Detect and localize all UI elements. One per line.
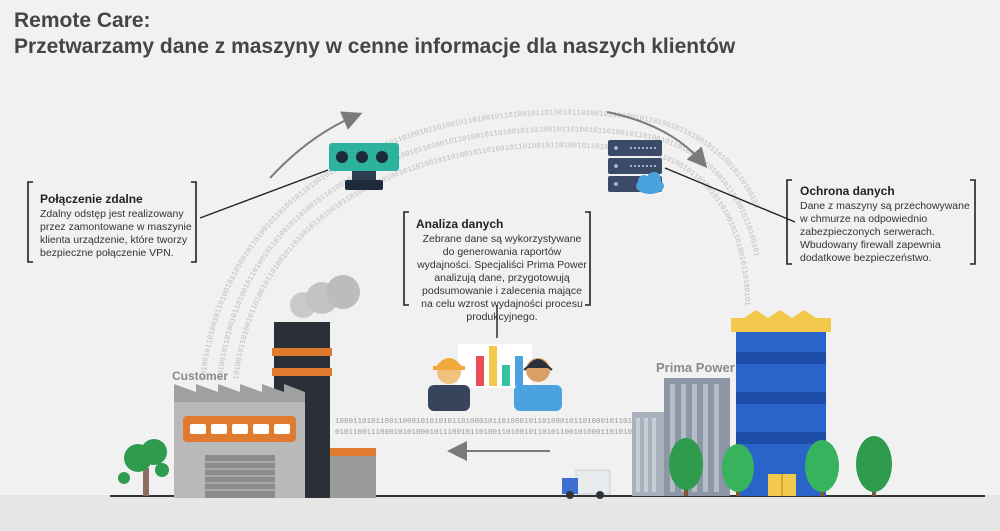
remote-connection-heading: Połączenie zdalne (40, 192, 143, 206)
arrow-up-left (269, 111, 363, 179)
connector-left (199, 169, 329, 219)
prima-power-label: Prima Power (656, 360, 735, 375)
analysts-icon (428, 344, 562, 411)
page-title: Remote Care: (14, 9, 151, 32)
data-protection-heading: Ochrona danych (800, 184, 895, 198)
page-subtitle: Przetwarzamy dane z maszyny w cenne info… (14, 35, 736, 58)
tree-icon (118, 439, 169, 496)
data-analysis-heading: Analiza danych (416, 217, 504, 231)
data-protection-box: Ochrona danych Dane z maszyny są przecho… (800, 184, 972, 265)
truck-icon (562, 469, 611, 499)
binary-stream-line-1: 1000110101100110001010101011010001011010… (335, 418, 691, 426)
customer-factory-icon (174, 275, 376, 498)
remote-connection-body: Zdalny odstęp jest realizowany przez zam… (40, 208, 192, 259)
server-icon (608, 140, 664, 194)
data-analysis-body: Zebrane dane są wykorzystywane do genero… (417, 233, 587, 323)
binary-stream-line-2: 0101100111000101010001011100101101001101… (335, 429, 691, 437)
prima-power-buildings-icon (632, 310, 831, 496)
arrow-down-right (606, 111, 708, 169)
data-analysis-box: Analiza danych Zebrane dane są wykorzyst… (416, 217, 588, 324)
trees-right-icon (669, 436, 892, 496)
binary-stream: 1000110101100110001010101011010001011010… (335, 418, 691, 437)
vpn-device-icon (329, 143, 399, 190)
data-protection-body: Dane z maszyny są przechowywane w chmurz… (800, 200, 970, 264)
remote-connection-box: Połączenie zdalne Zdalny odstęp jest rea… (40, 192, 192, 260)
connector-right (664, 167, 796, 223)
customer-label: Customer (172, 369, 229, 383)
ground (0, 495, 1000, 531)
box-brackets (27, 179, 976, 306)
